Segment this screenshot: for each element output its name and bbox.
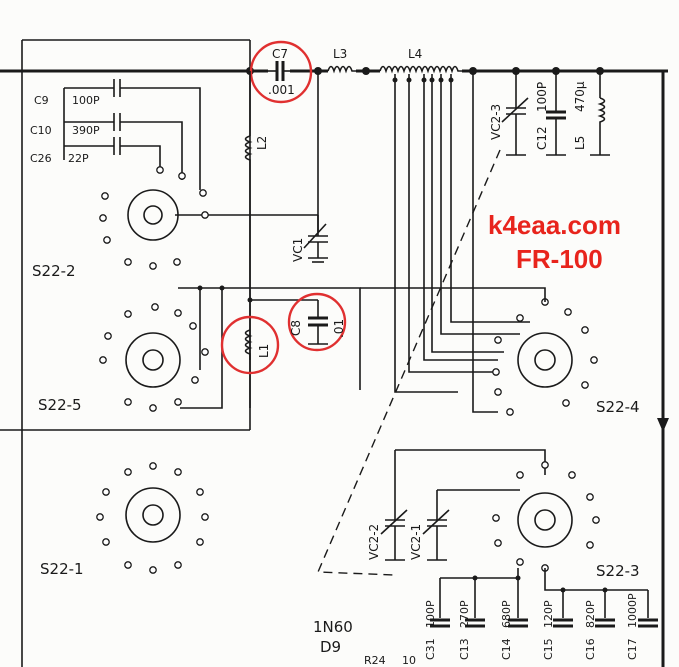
switch-s22-4: S22-4 bbox=[360, 287, 640, 416]
main-bus bbox=[0, 67, 669, 667]
value-c26: 22P bbox=[68, 152, 89, 165]
switch-s22-3: S22-3 VC2-2 VC2-1 bbox=[367, 449, 640, 580]
label-vc2-2: VC2-2 bbox=[367, 524, 381, 560]
label-c8: C8 bbox=[289, 320, 303, 336]
gang-linkage bbox=[316, 149, 501, 576]
switch-s22-2: S22-2 bbox=[32, 166, 319, 280]
value-c8: .01 bbox=[332, 319, 346, 338]
label-c9: C9 bbox=[34, 94, 49, 107]
watermark-model: FR-100 bbox=[516, 244, 603, 274]
label-c14: C14 bbox=[500, 638, 513, 660]
label-c17: C17 bbox=[626, 638, 639, 660]
label-vc2-3: VC2-3 bbox=[489, 104, 503, 140]
l4-tap-wires bbox=[394, 71, 530, 413]
capacitor-c8: C8 .01 bbox=[287, 292, 347, 352]
inductor-l3: L3 bbox=[327, 47, 356, 74]
detector-labels: 1N60 D9 R24 10 bbox=[313, 618, 416, 667]
highlight-circle-l1 bbox=[220, 315, 280, 375]
value-c15: 120P bbox=[542, 600, 555, 628]
label-d9: D9 bbox=[320, 638, 341, 656]
label-s22-5: S22-5 bbox=[38, 396, 82, 414]
highlight-circle-c7 bbox=[249, 40, 313, 104]
switch-s22-5: S22-5 bbox=[38, 285, 361, 414]
label-l4: L4 bbox=[408, 47, 422, 61]
capacitor-bank-bottom: C31 100P C13 270P C14 680P C15 120P C16 … bbox=[424, 568, 658, 660]
label-c31: C31 bbox=[424, 638, 437, 660]
label-c12: C12 bbox=[535, 126, 549, 150]
value-c7: .001 bbox=[268, 83, 295, 97]
value-c14: 680P bbox=[500, 600, 513, 628]
label-c10: C10 bbox=[30, 124, 52, 137]
inductor-l2: L2 bbox=[244, 71, 269, 300]
label-s22-1: S22-1 bbox=[40, 560, 84, 578]
value-c17: 1000P bbox=[626, 593, 639, 628]
highlight-circle-c8 bbox=[287, 292, 347, 352]
value-c9: 100P bbox=[72, 94, 100, 107]
label-s22-3: S22-3 bbox=[596, 562, 640, 580]
variable-capacitor-vc1: VC1 bbox=[291, 71, 328, 263]
label-r24: R24 bbox=[364, 654, 386, 667]
switch-s22-1: S22-1 bbox=[40, 462, 209, 578]
value-r24: 10 bbox=[402, 654, 416, 667]
tank-circuit-right: VC2-3 C12 100P L5 470μ bbox=[489, 71, 610, 156]
label-vc2-1: VC2-1 bbox=[409, 524, 423, 560]
label-l5: L5 bbox=[573, 136, 587, 150]
capacitor-bank-c9-c10-c26: C9 100P C10 390P C26 22P bbox=[30, 79, 201, 190]
label-c15: C15 bbox=[542, 638, 555, 660]
value-c16: 820P bbox=[584, 600, 597, 628]
label-c13: C13 bbox=[458, 638, 471, 660]
value-c13: 270P bbox=[458, 600, 471, 628]
watermark-site: k4eaa.com bbox=[488, 210, 621, 240]
inductor-l4: L4 bbox=[379, 47, 462, 83]
label-1n60: 1N60 bbox=[313, 618, 353, 636]
label-c26: C26 bbox=[30, 152, 52, 165]
label-l2: L2 bbox=[255, 136, 269, 150]
label-s22-2: S22-2 bbox=[32, 262, 76, 280]
signal-arrow bbox=[657, 418, 669, 432]
value-c12: 100P bbox=[535, 82, 549, 112]
label-l3: L3 bbox=[333, 47, 347, 61]
label-l1: L1 bbox=[257, 344, 271, 358]
value-c31: 100P bbox=[424, 600, 437, 628]
capacitor-c7: C7 .001 bbox=[249, 40, 313, 104]
label-c16: C16 bbox=[584, 638, 597, 660]
label-vc1: VC1 bbox=[291, 238, 305, 262]
label-s22-4: S22-4 bbox=[596, 398, 640, 416]
value-l5: 470μ bbox=[573, 81, 587, 112]
watermark: k4eaa.com FR-100 bbox=[488, 210, 621, 274]
inductor-l1: L1 bbox=[220, 315, 280, 375]
value-c10: 390P bbox=[72, 124, 100, 137]
label-c7: C7 bbox=[272, 47, 288, 61]
